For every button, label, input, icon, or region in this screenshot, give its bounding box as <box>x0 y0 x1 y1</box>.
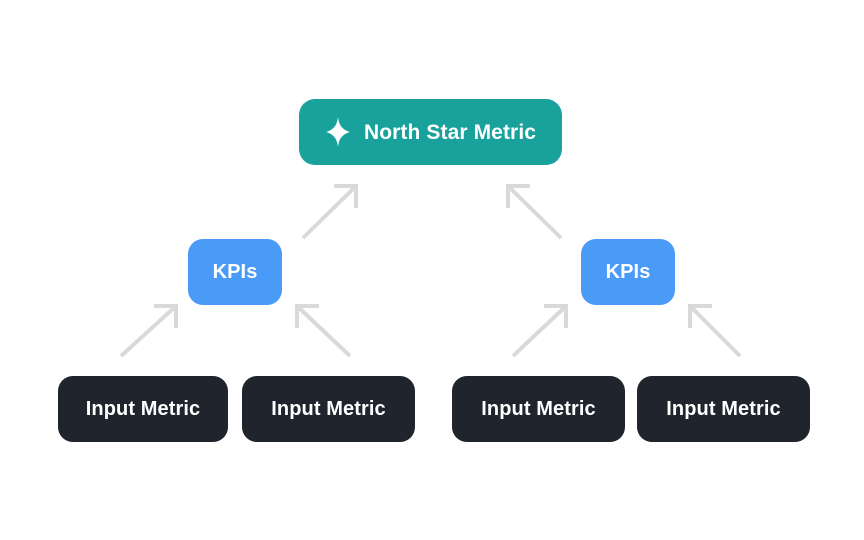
arrow-input4-to-kpi-right <box>688 304 742 358</box>
arrow-kpi-left-to-north-star <box>301 184 358 240</box>
kpi-left-label: KPIs <box>212 261 258 283</box>
input-metric-4-label: Input Metric <box>666 398 781 420</box>
node-kpi-right: KPIs <box>581 239 675 305</box>
input-metric-2-label: Input Metric <box>271 398 386 420</box>
north-star-label: North Star Metric <box>363 120 537 144</box>
arrow-kpi-right-to-north-star <box>506 184 563 240</box>
node-input-metric-3: Input Metric <box>452 376 625 442</box>
input-metric-1-label: Input Metric <box>85 398 201 420</box>
node-input-metric-2: Input Metric <box>242 376 415 442</box>
arrow-input2-to-kpi-left <box>295 304 352 358</box>
input-metric-3-label: Input Metric <box>481 398 596 420</box>
sparkle-icon <box>325 117 351 147</box>
arrow-input3-to-kpi-right <box>511 304 568 358</box>
node-kpi-left: KPIs <box>188 239 282 305</box>
node-input-metric-4: Input Metric <box>637 376 810 442</box>
arrow-input1-to-kpi-left <box>119 304 178 358</box>
kpi-right-label: KPIs <box>605 261 651 283</box>
node-north-star: North Star Metric <box>299 99 562 165</box>
node-input-metric-1: Input Metric <box>58 376 228 442</box>
